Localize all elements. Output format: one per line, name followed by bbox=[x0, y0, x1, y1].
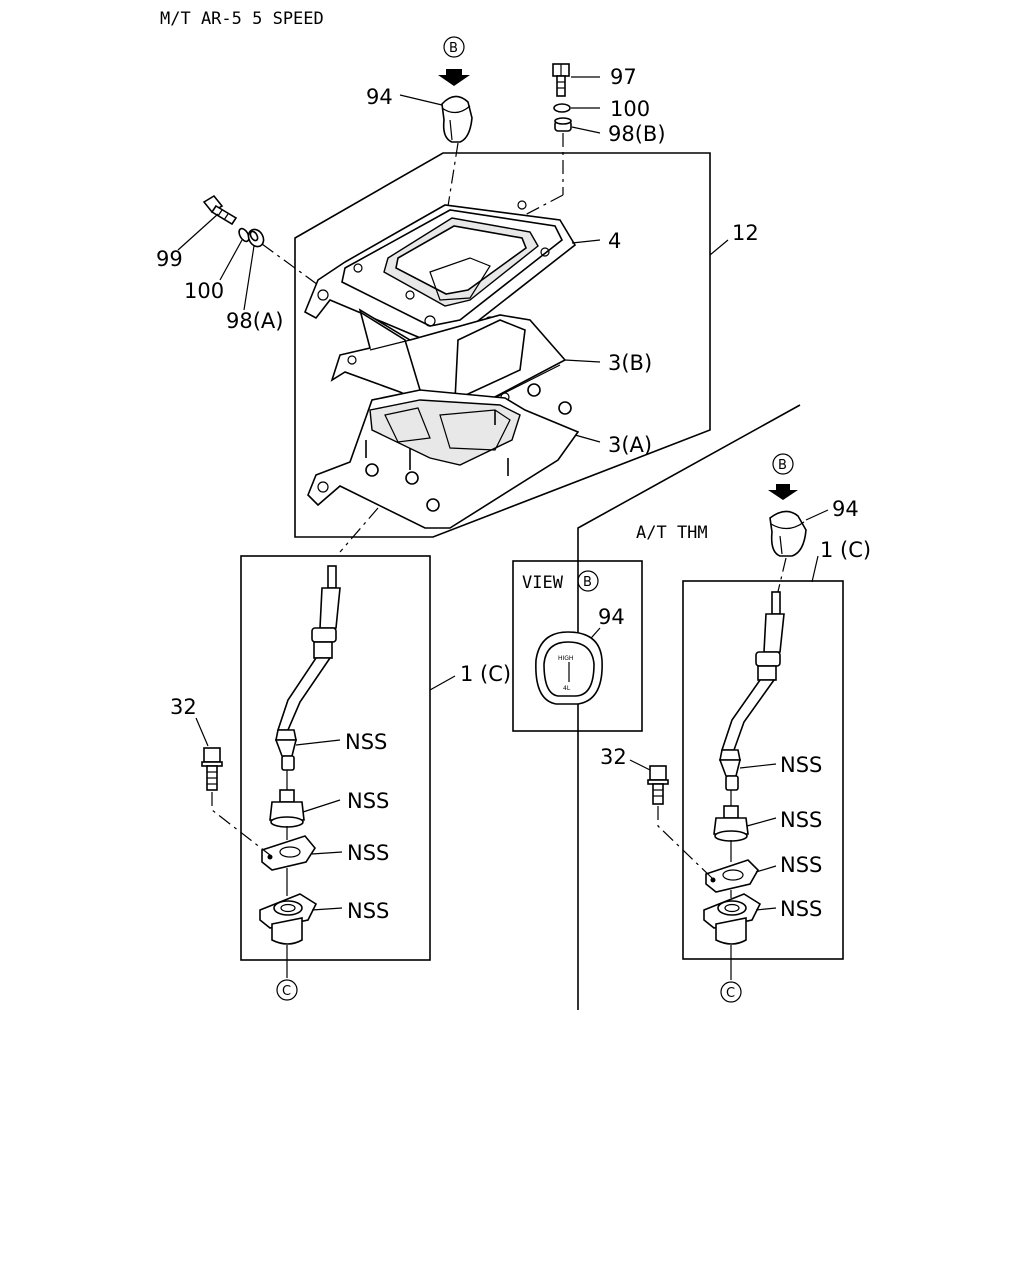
bolt-32-mt bbox=[201, 747, 223, 791]
c-callout-mt: C bbox=[276, 979, 298, 1001]
pivot-bushing-mt bbox=[269, 789, 305, 828]
view-direction-arrow-mt bbox=[438, 69, 470, 86]
leader-1c-mt bbox=[429, 675, 456, 691]
retainer-seat-at bbox=[703, 893, 762, 945]
shift-cover-4 bbox=[303, 200, 577, 343]
base-plate-3a bbox=[307, 383, 580, 529]
label-nss-mt-2: NSS bbox=[347, 789, 389, 813]
bolt-97 bbox=[552, 63, 570, 97]
leader-100-left bbox=[219, 239, 243, 281]
leader-nss-at-2 bbox=[746, 817, 777, 827]
shift-knob-94-at bbox=[769, 510, 807, 557]
gasket-plate-at bbox=[705, 859, 759, 893]
view-b-part-94: 94 bbox=[598, 605, 625, 629]
label-nss-mt-4: NSS bbox=[347, 899, 389, 923]
leader-94-mt bbox=[399, 94, 443, 106]
view-b-callout-at: B bbox=[772, 453, 794, 475]
label-3a: 3(A) bbox=[608, 433, 652, 457]
label-1c-mt: 1 (C) bbox=[460, 662, 511, 686]
mt-title: M/T AR-5 5 SPEED bbox=[160, 9, 324, 29]
leader-1c-at bbox=[811, 555, 819, 583]
washer-100-left bbox=[238, 227, 250, 243]
label-97: 97 bbox=[610, 65, 637, 89]
leader-nss-mt-1 bbox=[295, 739, 341, 746]
pivot-bushing-at bbox=[713, 805, 749, 842]
leader-nss-at-1 bbox=[739, 763, 777, 769]
group-box-12 bbox=[294, 152, 711, 538]
label-nss-at-1: NSS bbox=[780, 753, 822, 777]
svg-text:B: B bbox=[449, 41, 458, 56]
bolt-32-at bbox=[647, 765, 669, 805]
leader-4 bbox=[571, 239, 601, 244]
leader-32-mt bbox=[195, 717, 209, 747]
view-b-label: VIEW bbox=[522, 573, 564, 593]
leader-nss-at-4 bbox=[755, 907, 777, 911]
view-b-circle: B bbox=[577, 570, 599, 592]
label-94-at: 94 bbox=[832, 497, 859, 521]
shift-knob-94-mt bbox=[441, 95, 473, 143]
leader-12 bbox=[709, 239, 729, 256]
spacer-98b bbox=[554, 117, 572, 132]
centerline-bolt-32-at bbox=[657, 806, 713, 879]
centerline-bolt-99 bbox=[261, 243, 326, 291]
lever-box-1c-mt bbox=[240, 555, 431, 961]
label-3b: 3(B) bbox=[608, 351, 652, 375]
label-100-left: 100 bbox=[184, 279, 224, 303]
knob-text-high: HIGH bbox=[558, 655, 573, 662]
label-100-top: 100 bbox=[610, 97, 650, 121]
washer-100-top bbox=[553, 103, 571, 113]
label-98a: 98(A) bbox=[226, 309, 283, 333]
shift-lever-at bbox=[718, 591, 785, 791]
section-divider bbox=[577, 404, 801, 1010]
knob-top-view bbox=[535, 631, 603, 705]
label-94-mt: 94 bbox=[366, 85, 393, 109]
leader-nss-mt-4 bbox=[311, 907, 343, 911]
svg-text:C: C bbox=[282, 984, 291, 999]
leader-3a bbox=[574, 434, 601, 443]
svg-text:B: B bbox=[778, 458, 787, 473]
label-99: 99 bbox=[156, 247, 183, 271]
leader-32-at bbox=[629, 759, 651, 771]
label-32-at: 32 bbox=[600, 745, 627, 769]
knob-text-4l: 4L bbox=[563, 685, 571, 692]
label-98b: 98(B) bbox=[608, 122, 666, 146]
svg-text:C: C bbox=[726, 986, 735, 1001]
at-title: A/T THM bbox=[636, 523, 708, 543]
label-1c-at: 1 (C) bbox=[820, 538, 871, 562]
view-b-callout-mt: B bbox=[443, 36, 465, 58]
retainer-seat-mt bbox=[259, 893, 318, 945]
label-4: 4 bbox=[608, 229, 621, 253]
leader-nss-mt-2 bbox=[302, 799, 341, 813]
spacer-98a bbox=[247, 228, 265, 248]
shift-lever-mt bbox=[274, 565, 341, 771]
c-callout-at: C bbox=[720, 981, 742, 1003]
label-nss-mt-1: NSS bbox=[345, 730, 387, 754]
view-b-box bbox=[512, 560, 643, 732]
label-nss-at-4: NSS bbox=[780, 897, 822, 921]
label-nss-mt-3: NSS bbox=[347, 841, 389, 865]
centerline-bolt-32-mt bbox=[211, 792, 271, 856]
leader-99 bbox=[177, 213, 219, 251]
leader-94-at bbox=[805, 509, 829, 521]
leader-98a bbox=[243, 245, 255, 311]
label-12: 12 bbox=[732, 221, 759, 245]
leader-98b bbox=[571, 126, 601, 134]
leader-nss-at-3 bbox=[755, 865, 777, 873]
label-nss-at-2: NSS bbox=[780, 808, 822, 832]
label-32-mt: 32 bbox=[170, 695, 197, 719]
gasket-plate-mt bbox=[261, 835, 316, 871]
leader-3b bbox=[564, 359, 601, 363]
label-nss-at-3: NSS bbox=[780, 853, 822, 877]
svg-text:B: B bbox=[583, 575, 592, 590]
leader-nss-mt-3 bbox=[311, 851, 343, 855]
lever-box-1c-at bbox=[682, 580, 844, 960]
centerline-lever-mt bbox=[339, 507, 379, 553]
bolt-99 bbox=[202, 194, 238, 226]
view-direction-arrow-at bbox=[768, 484, 798, 500]
